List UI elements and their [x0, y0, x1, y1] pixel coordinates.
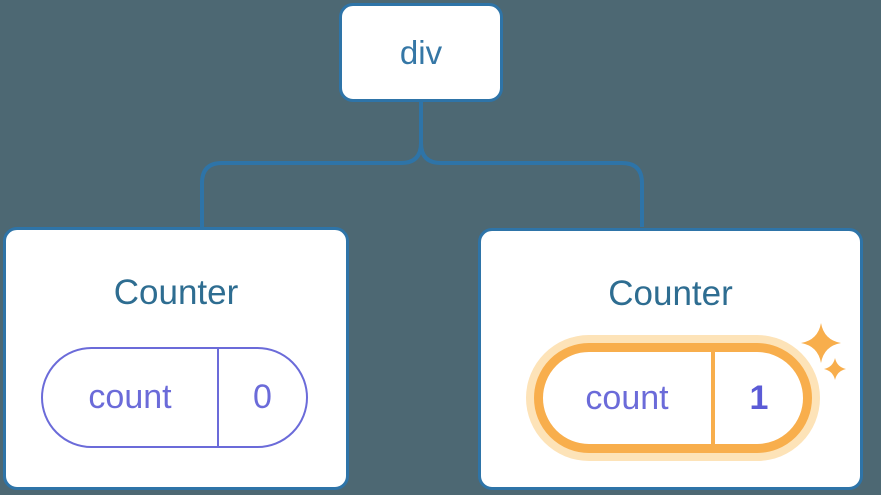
sparkle-icon	[801, 323, 841, 363]
state-key-label: count	[43, 349, 219, 446]
state-pill-highlighted: count 1	[526, 335, 820, 461]
sparkle-icon	[824, 358, 846, 380]
counter-card-right: Counter count 1	[478, 228, 863, 490]
counter-title: Counter	[608, 274, 733, 313]
counter-title: Counter	[113, 273, 239, 312]
state-key-label: count	[543, 352, 715, 444]
connector-right-branch	[419, 102, 644, 227]
counter-card-left: Counter count 0	[3, 227, 349, 490]
state-pill: count 0	[41, 347, 308, 448]
state-value: 1	[749, 378, 769, 417]
state-pill: count 1	[534, 343, 812, 453]
root-node-label: div	[399, 33, 443, 71]
root-node-div: div	[339, 3, 503, 102]
state-value: 0	[253, 378, 272, 416]
connector-left-branch	[200, 102, 423, 227]
